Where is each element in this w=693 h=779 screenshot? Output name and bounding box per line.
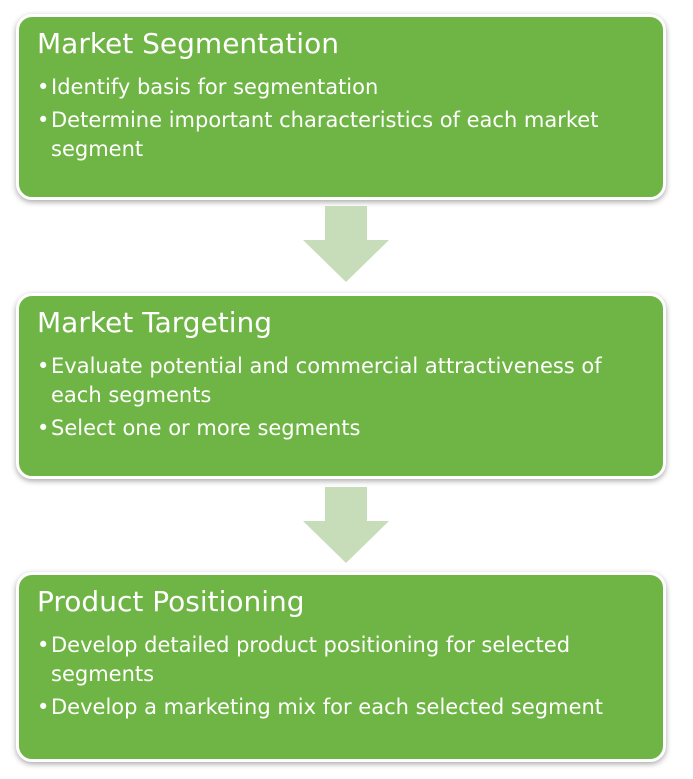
step-title: Product Positioning xyxy=(37,585,305,618)
step-bullet-text: Select one or more segments xyxy=(51,416,361,440)
bullet-dot-icon: • xyxy=(37,695,50,719)
step-bullet-list: • Identify basis for segmentation • Dete… xyxy=(37,73,645,164)
step-bullet: • Identify basis for segmentation xyxy=(37,73,645,102)
down-arrow-icon xyxy=(303,206,389,282)
down-arrow-icon xyxy=(303,487,389,563)
step-title: Market Targeting xyxy=(37,306,273,339)
step-title: Market Segmentation xyxy=(37,27,339,60)
bullet-dot-icon: • xyxy=(37,354,50,378)
bullet-dot-icon: • xyxy=(37,416,50,440)
bullet-dot-icon: • xyxy=(37,108,50,132)
step-bullet: • Select one or more segments xyxy=(37,414,645,443)
step-bullet-text: Develop detailed product positioning for… xyxy=(51,633,571,686)
step-box-product-positioning: Product Positioning • Develop detailed p… xyxy=(16,572,666,762)
step-bullet-text: Identify basis for segmentation xyxy=(51,75,379,99)
step-bullet: • Develop a marketing mix for each selec… xyxy=(37,693,645,722)
step-bullet: • Evaluate potential and commercial attr… xyxy=(37,352,645,410)
step-bullet-list: • Evaluate potential and commercial attr… xyxy=(37,352,645,443)
step-box-market-segmentation: Market Segmentation • Identify basis for… xyxy=(16,14,666,200)
step-bullet-text: Develop a marketing mix for each selecte… xyxy=(51,695,604,719)
step-box-market-targeting: Market Targeting • Evaluate potential an… xyxy=(16,293,666,479)
step-bullet: • Develop detailed product positioning f… xyxy=(37,631,645,689)
step-bullet: • Determine important characteristics of… xyxy=(37,106,645,164)
step-bullet-text: Evaluate potential and commercial attrac… xyxy=(51,354,602,407)
step-bullet-list: • Develop detailed product positioning f… xyxy=(37,631,645,722)
step-bullet-text: Determine important characteristics of e… xyxy=(51,108,599,161)
bullet-dot-icon: • xyxy=(37,75,50,99)
bullet-dot-icon: • xyxy=(37,633,50,657)
